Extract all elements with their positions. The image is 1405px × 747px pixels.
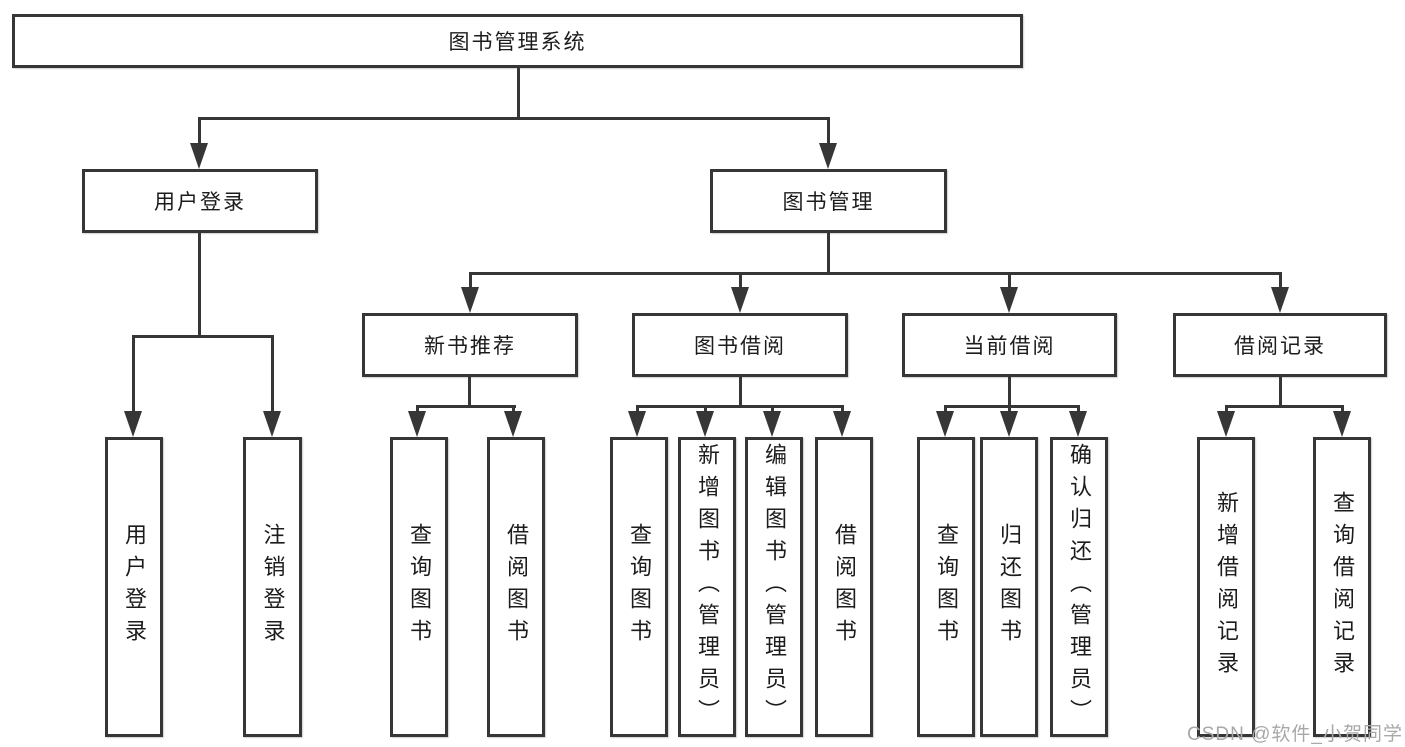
arrowhead-icon: [1069, 411, 1087, 437]
connector-line: [1008, 377, 1011, 407]
leaf-edit-book-admin: 编辑图书（管理员）: [745, 437, 803, 737]
leaf-query-book-borrow: 查询图书: [610, 437, 668, 737]
connector-line: [132, 335, 274, 338]
connector-line: [468, 377, 471, 407]
connector-line: [1279, 272, 1282, 290]
node-book-management: 图书管理: [710, 169, 947, 233]
arrowhead-icon: [833, 411, 851, 437]
arrowhead-icon: [628, 411, 646, 437]
arrowhead-icon: [936, 411, 954, 437]
connector-line: [416, 405, 516, 408]
leaf-query-book-current: 查询图书: [917, 437, 975, 737]
connector-line: [841, 405, 844, 415]
connector-line: [1008, 405, 1011, 415]
connector-line: [827, 233, 830, 275]
connector-line: [1341, 405, 1344, 415]
leaf-add-book-admin: 新增图书（管理员）: [678, 437, 736, 737]
connector-line: [469, 272, 472, 290]
leaf-return-book: 归还图书: [980, 437, 1038, 737]
arrowhead-icon: [819, 143, 837, 169]
connector-line: [739, 377, 742, 407]
csdn-watermark: CSDN @软件_小贺同学: [1187, 724, 1403, 745]
connector-line: [517, 68, 520, 118]
leaf-borrow-book: 借阅图书: [815, 437, 873, 737]
connector-line: [1225, 405, 1228, 415]
connector-line: [1279, 377, 1282, 407]
connector-line: [469, 272, 1282, 275]
leaf-user-login: 用户登录: [105, 437, 163, 737]
arrowhead-icon: [1000, 287, 1018, 313]
arrowhead-icon: [1000, 411, 1018, 437]
arrowhead-icon: [263, 411, 281, 437]
connector-line: [1225, 405, 1344, 408]
arrowhead-icon: [1217, 411, 1235, 437]
arrowhead-icon: [696, 411, 714, 437]
leaf-add-borrow-record: 新增借阅记录: [1197, 437, 1255, 737]
connector-line: [944, 405, 1080, 408]
connector-line: [739, 272, 742, 290]
node-root: 图书管理系统: [12, 14, 1023, 68]
connector-line: [944, 405, 947, 415]
node-borrow-record: 借阅记录: [1173, 313, 1387, 377]
arrowhead-icon: [408, 411, 426, 437]
arrowhead-icon: [504, 411, 522, 437]
connector-line: [636, 405, 639, 415]
arrowhead-icon: [461, 287, 479, 313]
connector-line: [271, 335, 274, 413]
leaf-logout: 注销登录: [243, 437, 302, 737]
leaf-query-book-recommend: 查询图书: [390, 437, 448, 737]
node-book-borrow: 图书借阅: [632, 313, 848, 377]
connector-line: [198, 117, 830, 120]
connector-line: [704, 405, 707, 415]
connector-line: [198, 117, 201, 145]
connector-line: [416, 405, 419, 415]
leaf-confirm-return-admin: 确认归还（管理员）: [1050, 437, 1108, 737]
connector-line: [132, 335, 135, 413]
connector-line: [1008, 272, 1011, 290]
arrowhead-icon: [763, 411, 781, 437]
node-current-borrow: 当前借阅: [902, 313, 1117, 377]
arrowhead-icon: [190, 143, 208, 169]
connector-line: [512, 405, 515, 415]
arrowhead-icon: [124, 411, 142, 437]
arrowhead-icon: [1271, 287, 1289, 313]
arrowhead-icon: [1333, 411, 1351, 437]
connector-line: [636, 405, 844, 408]
connector-line: [198, 233, 201, 337]
leaf-borrow-book-recommend: 借阅图书: [487, 437, 545, 737]
node-user-login: 用户登录: [82, 169, 318, 233]
connector-line: [827, 117, 830, 145]
connector-line: [1077, 405, 1080, 415]
arrowhead-icon: [731, 287, 749, 313]
leaf-query-borrow-record: 查询借阅记录: [1313, 437, 1371, 737]
connector-line: [771, 405, 774, 415]
node-new-book-recommend: 新书推荐: [362, 313, 578, 377]
